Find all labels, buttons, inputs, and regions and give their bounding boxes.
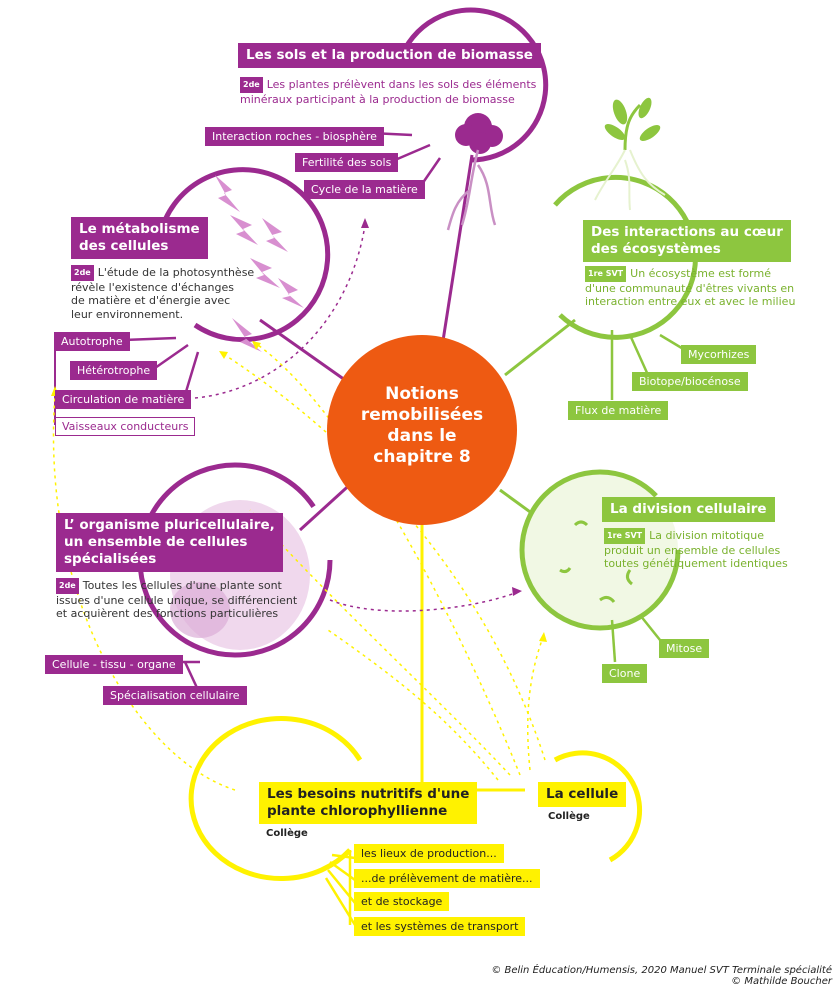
center-line: dans le (387, 426, 457, 446)
tag-biotope-biocenose: Biotope/biocénose (632, 372, 748, 391)
cellule-title: La cellule (538, 782, 627, 807)
cellule-circle (553, 750, 643, 863)
title-line: des écosystèmes (591, 241, 721, 257)
plant-icon (446, 113, 503, 231)
text-line: d'une communauté d'êtres vivants en (585, 281, 795, 295)
tag-stockage: et de stockage (354, 892, 450, 911)
level-badge: 1re SVT (585, 266, 627, 282)
title-line: des cellules (79, 238, 169, 254)
center-line: remobilisées (360, 405, 484, 425)
tag-clone: Clone (602, 664, 648, 683)
level-badge: 2de (56, 578, 79, 594)
metabolisme-circle (54, 167, 331, 425)
tag-vaisseaux-conducteurs: Vaisseaux conducteurs (55, 417, 196, 436)
text-line: La division mitotique (649, 529, 765, 542)
text-line: leur environnement. (71, 307, 184, 321)
interactions-title: Des interactions au cœur des écosystèmes (583, 220, 791, 262)
title-line: Le métabolisme (79, 221, 200, 237)
tag-mycorhizes: Mycorhizes (681, 345, 757, 364)
tag-cycle-matiere: Cycle de la matière (304, 180, 425, 199)
level-badge: 2de (240, 77, 263, 93)
text-line: Toutes les cellules d'une plante sont (82, 579, 282, 592)
tag-lieux-production: les lieux de production... (354, 844, 504, 863)
title-line: L’ organisme pluricellulaire, (64, 517, 275, 533)
title-line: un ensemble de cellules (64, 534, 248, 550)
besoins-level: Collège (266, 828, 308, 839)
tag-circulation-matiere: Circulation de matière (55, 390, 192, 409)
tag-prelevement-matiere: ...de prélèvement de matière... (354, 869, 540, 888)
besoins-circle (188, 716, 363, 926)
tag-autotrophe: Autotrophe (54, 332, 130, 351)
tag-cellule-tissu-organe: Cellule - tissu - organe (45, 655, 183, 674)
center-line: chapitre 8 (373, 447, 471, 467)
text-line: produit un ensemble de cellules (604, 543, 781, 557)
center-line: Notions (385, 384, 459, 404)
level-badge: 2de (71, 265, 94, 281)
credits: © Belin Éducation/Humensis, 2020 Manuel … (412, 965, 832, 987)
metabolisme-title: Le métabolisme des cellules (71, 217, 208, 259)
text-line: minéraux participant à la production de … (240, 92, 515, 106)
tag-interaction-roches: Interaction roches - biosphère (205, 127, 384, 146)
connector-lines (259, 154, 576, 792)
tag-mitose: Mitose (659, 639, 710, 658)
sols-title: Les sols et la production de biomasse (238, 43, 541, 68)
tag-systemes-transport: et les systèmes de transport (354, 917, 526, 936)
center-circle (327, 335, 517, 525)
title-line: plante chlorophyllienne (267, 803, 448, 819)
text-line: issues d'une cellule unique, se différen… (56, 593, 298, 607)
text-line: L'étude de la photosynthèse (97, 266, 255, 279)
level-badge: 1re SVT (604, 528, 646, 544)
sprout-icon (594, 97, 666, 211)
besoins-title: Les besoins nutritifs d'une plante chlor… (259, 782, 478, 824)
credit-line: © Mathilde Boucher (731, 976, 832, 987)
tag-specialisation-cellulaire: Spécialisation cellulaire (103, 686, 247, 705)
lightning-icons (215, 175, 304, 352)
text-line: Les plantes prélèvent dans les sols des … (266, 78, 537, 91)
text-line: de matière et d'énergie avec (71, 294, 231, 307)
title-line: spécialisées (64, 551, 157, 567)
organisme-title: L’ organisme pluricellulaire, un ensembl… (56, 513, 283, 572)
credit-line: © Belin Éducation/Humensis, 2020 Manuel … (491, 965, 832, 976)
text-line: révèle l'existence d'échanges (71, 280, 234, 294)
division-title: La division cellulaire (602, 497, 775, 522)
center-title: Notions remobilisées dans le chapitre 8 (340, 384, 504, 468)
cellule-level: Collège (548, 811, 590, 822)
text-line: toutes génétiquement identiques (604, 557, 788, 570)
text-line: et acquièrent des fonctions particulière… (56, 607, 279, 620)
text-line: interaction entre eux et avec le milieu (585, 295, 796, 308)
tag-heterotrophe: Hétérotrophe (70, 361, 158, 380)
title-line: Des interactions au cœur (591, 224, 783, 240)
title-line: Les besoins nutritifs d'une (267, 786, 470, 802)
text-line: Un écosystème est formé (630, 267, 771, 280)
arrow-heads (51, 218, 547, 642)
tag-fertilite-sols: Fertilité des sols (295, 153, 399, 172)
tag-flux-matiere: Flux de matière (568, 401, 669, 420)
